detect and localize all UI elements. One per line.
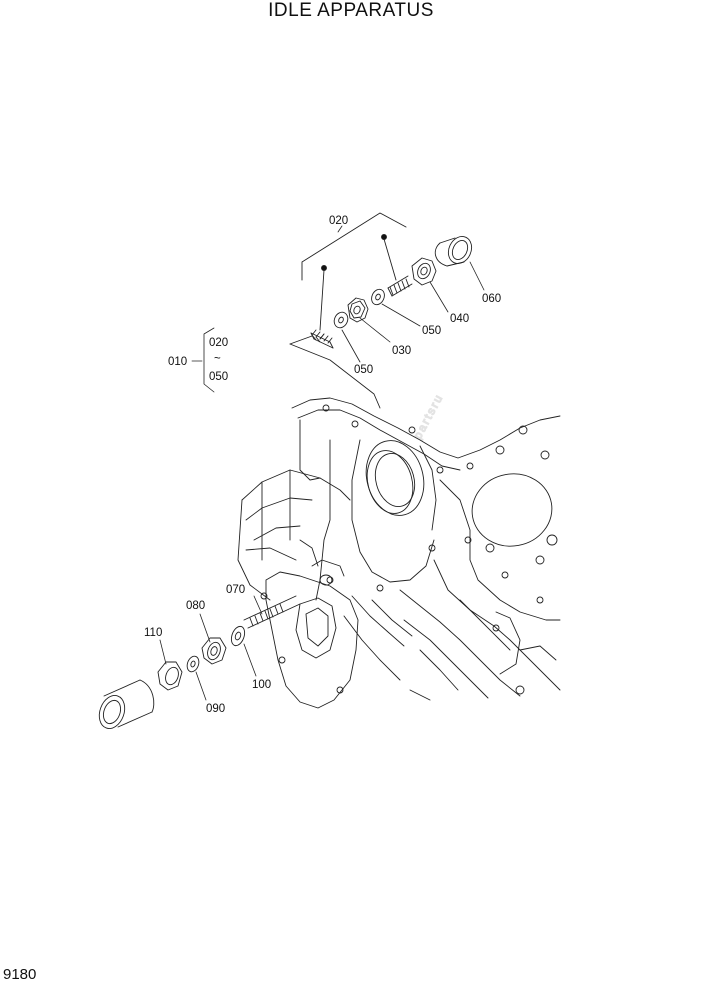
- washer-050-a: [333, 311, 349, 329]
- upper-idle-assembly: [289, 212, 473, 409]
- stud-upper: [387, 275, 413, 297]
- watermark: partsru: [411, 391, 446, 442]
- callout-060: 060: [482, 293, 501, 305]
- nut-080: [201, 637, 227, 665]
- callout-010-to: 050: [209, 371, 228, 383]
- callout-050-b: 050: [422, 325, 441, 337]
- spring-upper: [310, 329, 334, 349]
- callout-leaders: [159, 225, 485, 701]
- cap-lower: [98, 679, 155, 729]
- svg-text:partsru: partsru: [412, 392, 446, 442]
- page-number: 9180: [3, 966, 37, 983]
- stud-070: [243, 595, 301, 629]
- callout-040: 040: [450, 313, 469, 325]
- callout-030: 030: [392, 345, 411, 357]
- bracket-020: [301, 212, 407, 281]
- callout-110: 110: [144, 627, 162, 639]
- callout-090: 090: [206, 703, 225, 715]
- nut-030: [347, 297, 369, 323]
- nut-040: [411, 257, 437, 286]
- lower-idle-assembly: [98, 595, 301, 729]
- callout-010-tilde: ~: [214, 353, 221, 365]
- callout-100: 100: [252, 679, 271, 691]
- cap-060: [434, 236, 473, 267]
- callout-010-from: 020: [209, 337, 228, 349]
- washer-090: [186, 655, 200, 673]
- engine-block: [237, 397, 561, 709]
- callout-020: 020: [329, 215, 348, 227]
- nut-110: [157, 661, 183, 691]
- callout-070: 070: [226, 584, 245, 596]
- callout-080: 080: [186, 600, 205, 612]
- callout-010: 010: [168, 356, 187, 368]
- washer-050-b: [371, 288, 385, 306]
- page-title: IDLE APPARATUS: [268, 0, 434, 21]
- washer-100: [230, 625, 246, 647]
- callout-labels: 010 020 ~ 050 020 050 030 050 040 060 07…: [144, 215, 501, 715]
- callout-050-a: 050: [354, 364, 373, 376]
